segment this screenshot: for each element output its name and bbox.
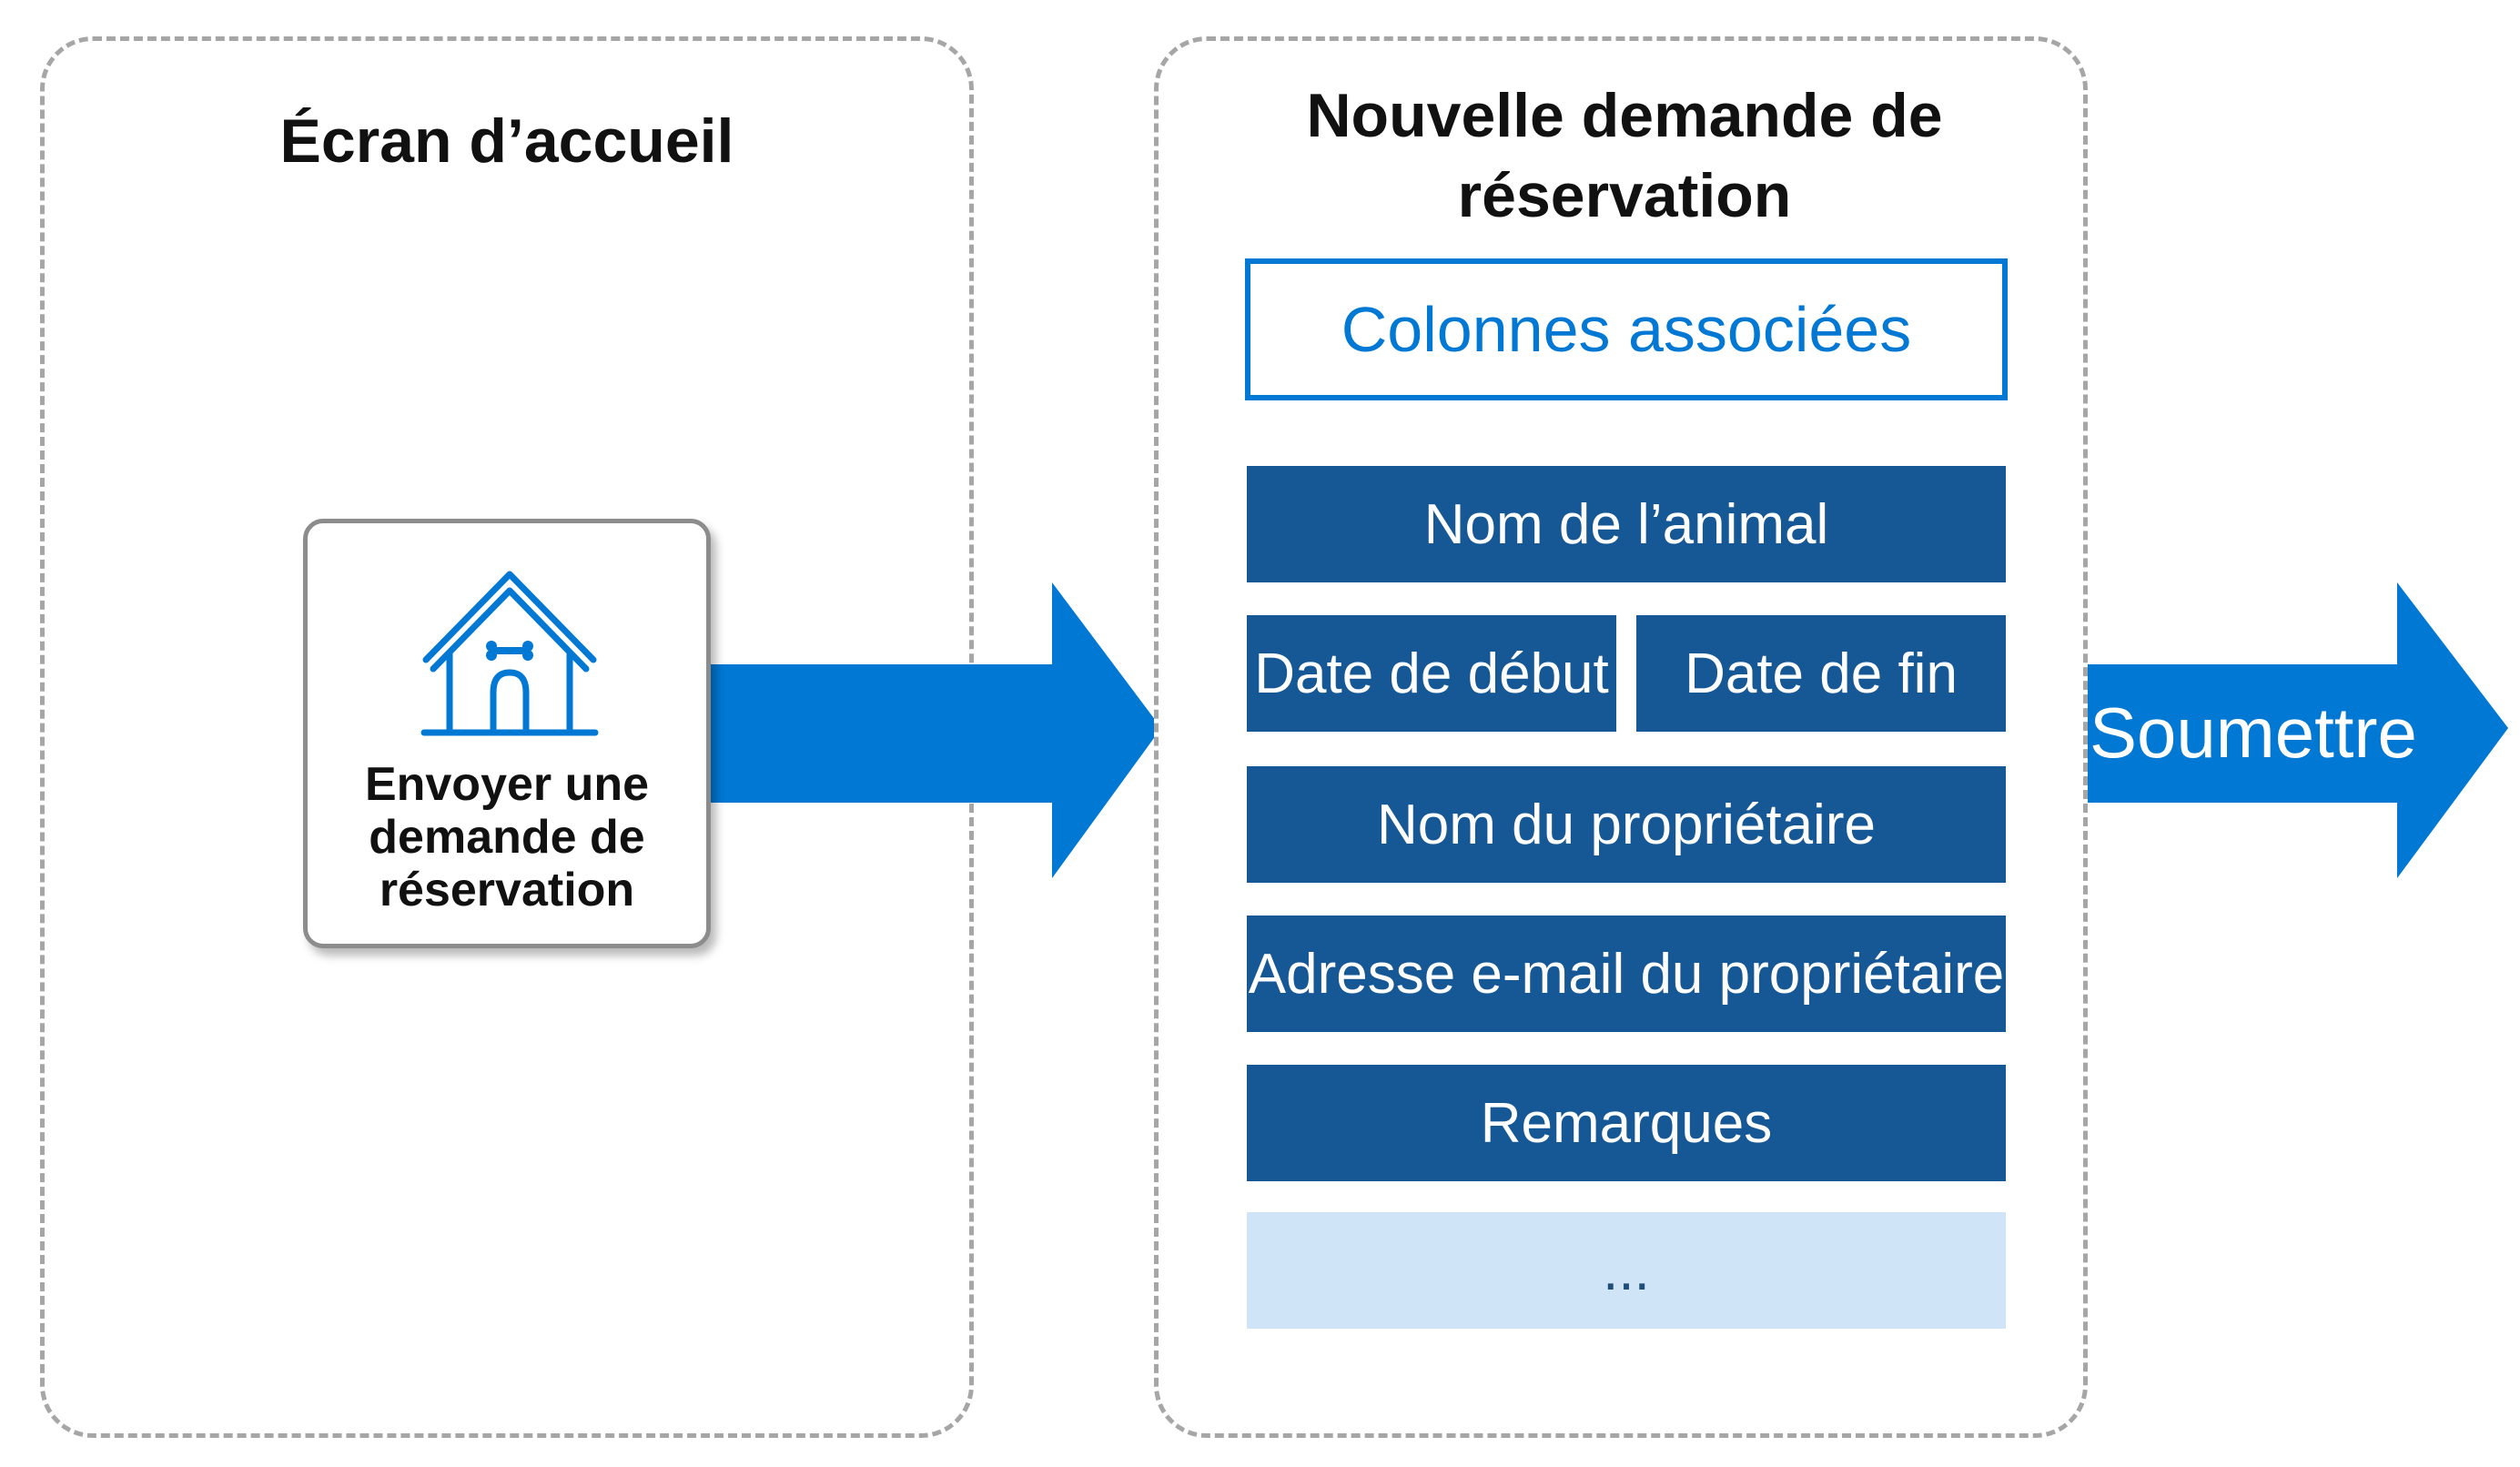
doghouse-icon bbox=[420, 571, 599, 736]
submit-arrow[interactable] bbox=[2088, 582, 2515, 883]
field-pet-name[interactable]: Nom de l’animal bbox=[1247, 466, 2006, 582]
field-end-date[interactable]: Date de fin bbox=[1636, 615, 2006, 732]
field-start-date[interactable]: Date de début bbox=[1247, 615, 1616, 732]
booking-form-title: Nouvelle demande de réservation bbox=[1306, 81, 1943, 230]
field-notes[interactable]: Remarques bbox=[1247, 1065, 2006, 1181]
booking-request-card-label: Envoyer une demande de réservation bbox=[364, 758, 650, 916]
field-more-placeholder: ... bbox=[1247, 1212, 2006, 1329]
booking-request-card[interactable]: Envoyer une demande de réservation bbox=[303, 519, 711, 948]
home-screen-title: Écran d’accueil bbox=[279, 106, 734, 176]
field-owner-email[interactable]: Adresse e-mail du propriétaire bbox=[1247, 916, 2006, 1032]
field-owner-name[interactable]: Nom du propriétaire bbox=[1247, 766, 2006, 883]
flow-arrow-to-form bbox=[701, 582, 1161, 878]
associated-columns-header: Colonnes associées bbox=[1245, 258, 2008, 400]
submit-label[interactable]: Soumettre bbox=[2090, 693, 2417, 773]
